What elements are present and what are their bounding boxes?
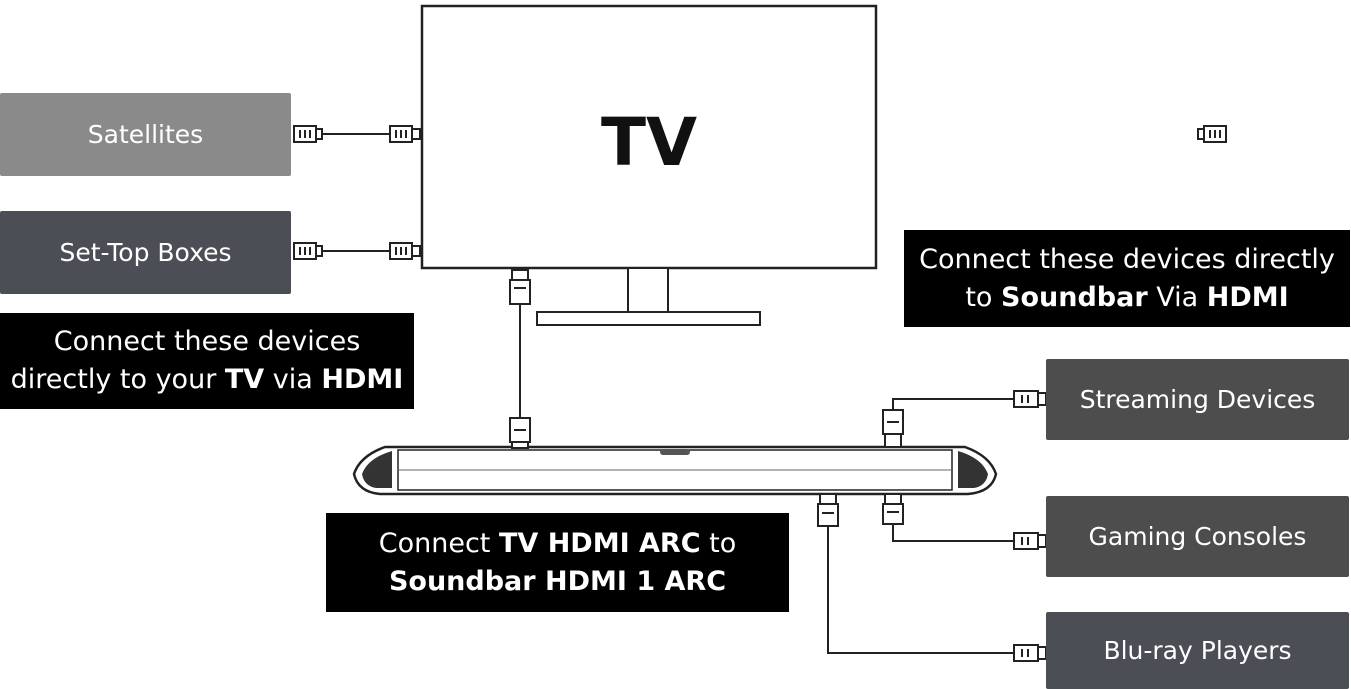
note-soundbar-direct-line2: to Soundbar Via HDMI (965, 281, 1289, 313)
note-arc-line1: Connect TV HDMI ARC to (378, 527, 737, 559)
note-soundbar-direct-line1: Connect these devices directly (919, 243, 1335, 275)
tv-stand-base (536, 311, 761, 326)
note-tv-direct-line2: directly to your TV via HDMI (10, 364, 404, 395)
cable-satellites-tv (293, 125, 1227, 143)
cable-tv-soundbar-arc (509, 269, 531, 449)
note-tv-direct-line1: Connect these devices (53, 326, 361, 357)
device-streaming-devices: Streaming Devices (1046, 359, 1349, 440)
cable-streaming-soundbar (882, 390, 1047, 448)
device-streaming-devices-label: Streaming Devices (1079, 385, 1316, 414)
soundbar (352, 445, 998, 496)
cable-settop-tv (293, 242, 421, 260)
cable-bluray-soundbar (817, 493, 1047, 662)
device-gaming-consoles-label: Gaming Consoles (1088, 522, 1307, 551)
device-set-top-boxes-label: Set-Top Boxes (59, 238, 232, 267)
device-set-top-boxes: Set-Top Boxes (0, 211, 291, 294)
tv-screen (420, 4, 878, 270)
device-bluray-players: Blu-ray Players (1046, 612, 1349, 689)
tv: TV (420, 4, 878, 326)
device-satellites-label: Satellites (87, 120, 204, 149)
note-arc: Connect TV HDMI ARC to Soundbar HDMI 1 A… (326, 513, 789, 612)
note-arc-line2: Soundbar HDMI 1 ARC (388, 565, 727, 597)
device-gaming-consoles: Gaming Consoles (1046, 496, 1349, 577)
device-bluray-players-label: Blu-ray Players (1103, 636, 1292, 665)
tv-stand-neck (627, 267, 669, 313)
note-tv-direct: Connect these devices directly to your T… (0, 313, 414, 409)
tv-label: TV (601, 104, 697, 181)
device-satellites: Satellites (0, 93, 291, 176)
cable-gaming-soundbar (882, 493, 1047, 550)
note-soundbar-direct: Connect these devices directly to Soundb… (904, 230, 1350, 327)
